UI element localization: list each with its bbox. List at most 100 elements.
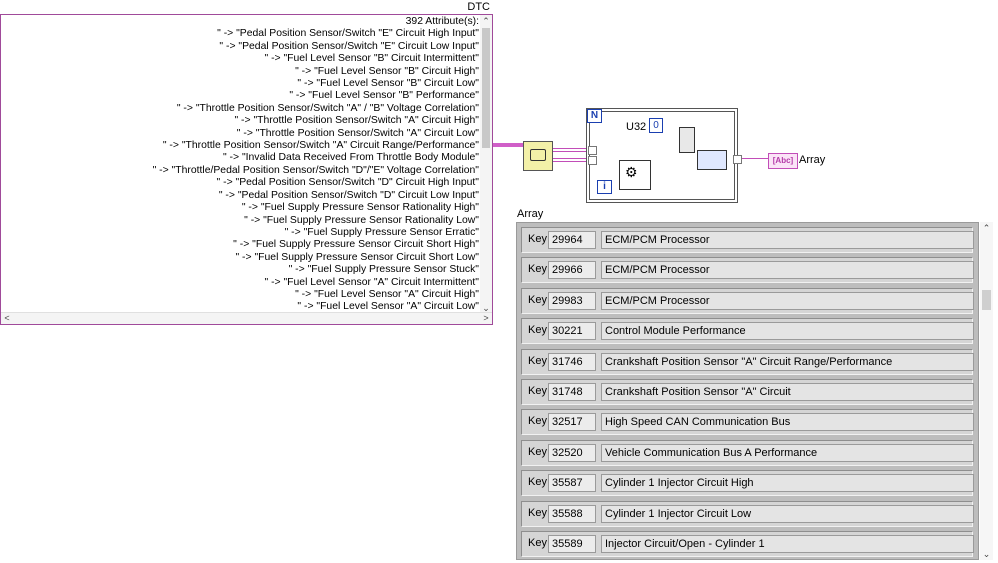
dictionary-line: " -> "Fuel Level Sensor "A" Circuit High…	[295, 288, 479, 300]
key-label: Key	[528, 324, 547, 337]
key-value[interactable]: 29964	[548, 231, 596, 249]
scroll-right-icon[interactable]: >	[483, 313, 489, 323]
key-value[interactable]: 35588	[548, 504, 596, 523]
u32-label: U32	[626, 121, 647, 133]
dictionary-line: " -> "Pedal Position Sensor/Switch "D" C…	[216, 177, 479, 189]
description-value[interactable]: Cylinder 1 Injector Circuit High	[601, 474, 974, 493]
dictionary-line: " -> "Fuel Level Sensor "A" Circuit Low"	[297, 301, 479, 313]
input-tunnel-keys	[588, 146, 597, 155]
scroll-left-icon[interactable]: <	[4, 313, 10, 323]
dictionary-line: " -> "Fuel Level Sensor "B" Circuit High…	[295, 65, 479, 77]
key-label: Key	[528, 415, 547, 428]
scroll-thumb[interactable]	[982, 290, 991, 310]
scroll-down-icon[interactable]: ⌄	[482, 303, 490, 313]
key-value[interactable]: 32517	[548, 413, 596, 432]
dictionary-lines: " -> "Pedal Position Sensor/Switch "E" C…	[1, 28, 479, 313]
key-value[interactable]: 35589	[548, 535, 596, 553]
description-value[interactable]: ECM/PCM Processor	[601, 291, 974, 310]
wire-dictionary	[493, 143, 523, 147]
select-node[interactable]	[679, 127, 695, 153]
bundle-node[interactable]	[697, 150, 727, 170]
description-value[interactable]: Vehicle Communication Bus A Performance	[601, 443, 974, 462]
u32-constant[interactable]: 0	[649, 118, 663, 133]
array-scrollbar[interactable]: ⌃ ⌄	[980, 222, 993, 560]
key-value[interactable]: 29966	[548, 261, 596, 280]
wire-keys-1	[553, 148, 593, 149]
description-value[interactable]: Control Module Performance	[601, 322, 974, 341]
dictionary-line: " -> "Throttle Position Sensor/Switch "A…	[236, 127, 479, 139]
description-value[interactable]: High Speed CAN Communication Bus	[601, 413, 974, 432]
description-value[interactable]: ECM/PCM Processor	[601, 231, 974, 249]
key-value[interactable]: 30221	[548, 322, 596, 341]
wire-values-1	[553, 158, 593, 159]
key-value[interactable]: 29983	[548, 291, 596, 310]
key-label: Key	[528, 293, 547, 306]
wire-output	[725, 158, 768, 159]
dictionary-line: " -> "Fuel Level Sensor "B" Circuit Low"	[297, 78, 479, 90]
key-value[interactable]: 31746	[548, 352, 596, 371]
dictionary-line: " -> "Pedal Position Sensor/Switch "E" C…	[219, 40, 479, 52]
key-label: Key	[528, 385, 547, 397]
dictionary-vertical-scrollbar[interactable]: ⌃ ⌄	[480, 15, 492, 314]
key-label: Key	[528, 233, 547, 245]
dictionary-line: " -> "Fuel Supply Pressure Sensor Ration…	[241, 202, 479, 214]
wire-values-2	[553, 161, 593, 162]
scroll-down-icon[interactable]: ⌄	[982, 549, 991, 559]
dictionary-keys-icon	[530, 149, 546, 161]
lookup-node[interactable]: ⚙	[619, 160, 651, 190]
key-label: Key	[528, 445, 547, 458]
key-label: Key	[528, 354, 547, 367]
scroll-up-icon[interactable]: ⌃	[982, 223, 991, 233]
key-label: Key	[528, 476, 547, 489]
iteration-terminal[interactable]: i	[597, 180, 612, 194]
dictionary-line: " -> "Throttle/Pedal Position Sensor/Swi…	[152, 164, 479, 176]
key-label: Key	[528, 506, 547, 519]
dictionary-line: " -> "Fuel Supply Pressure Sensor Circui…	[235, 251, 479, 263]
description-value[interactable]: ECM/PCM Processor	[601, 261, 974, 280]
scroll-thumb[interactable]	[482, 28, 490, 148]
dtc-dictionary-indicator[interactable]: 392 Attribute(s): " -> "Pedal Position S…	[0, 14, 493, 325]
dictionary-line: " -> "Fuel Supply Pressure Sensor Errati…	[284, 226, 479, 238]
key-label: Key	[528, 263, 547, 276]
description-value[interactable]: Cylinder 1 Injector Circuit Low	[601, 504, 974, 523]
key-value[interactable]: 32520	[548, 443, 596, 462]
dictionary-line: " -> "Throttle Position Sensor/Switch "A…	[176, 102, 479, 114]
dictionary-line: " -> "Fuel Supply Pressure Sensor Stuck"	[288, 264, 479, 276]
array-terminal-label: Array	[799, 154, 826, 166]
dictionary-line: " -> "Fuel Supply Pressure Sensor Circui…	[233, 239, 479, 251]
dictionary-line: " -> "Invalid Data Received From Throttl…	[222, 152, 479, 164]
dictionary-line: " -> "Fuel Supply Pressure Sensor Ration…	[244, 214, 479, 226]
dictionary-line: " -> "Pedal Position Sensor/Switch "E" C…	[217, 28, 479, 40]
dictionary-horizontal-scrollbar[interactable]: < >	[1, 312, 492, 324]
description-value[interactable]: Crankshaft Position Sensor "A" Circuit R…	[601, 352, 974, 371]
dtc-dictionary-text[interactable]: 392 Attribute(s): " -> "Pedal Position S…	[1, 16, 479, 317]
scroll-up-icon[interactable]: ⌃	[482, 16, 490, 26]
dictionary-line: " -> "Throttle Position Sensor/Switch "A…	[234, 115, 479, 127]
key-value[interactable]: 35587	[548, 474, 596, 493]
description-value[interactable]: Crankshaft Position Sensor "A" Circuit	[601, 383, 974, 401]
key-label: Key	[528, 537, 547, 549]
attribute-count: 392 Attribute(s):	[405, 16, 479, 27]
loop-count-terminal[interactable]: N	[587, 109, 602, 123]
dictionary-line: " -> "Pedal Position Sensor/Switch "D" C…	[218, 189, 479, 201]
dictionary-line: " -> "Fuel Level Sensor "B" Circuit Inte…	[264, 53, 480, 65]
dictionary-line: " -> "Throttle Position Sensor/Switch "A…	[162, 140, 479, 152]
key-value[interactable]: 31748	[548, 383, 596, 401]
output-tunnel	[733, 155, 742, 164]
get-keys-node[interactable]	[523, 141, 553, 171]
array-terminal[interactable]: [Abc]	[768, 153, 798, 169]
description-value[interactable]: Injector Circuit/Open - Cylinder 1	[601, 535, 974, 553]
gear-icon: ⚙	[625, 164, 638, 180]
